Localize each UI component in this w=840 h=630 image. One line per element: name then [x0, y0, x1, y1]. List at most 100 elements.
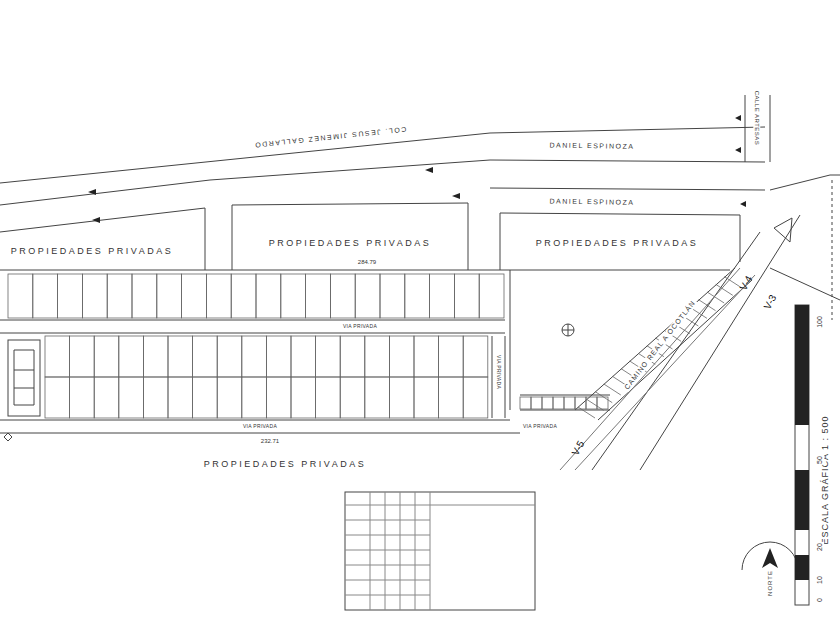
scale-title: ESCALA GRÁFICA 1 : 500 — [821, 414, 831, 545]
lot-outline — [439, 336, 464, 377]
lot-outline — [119, 336, 144, 377]
road-code: V-5 — [569, 438, 587, 458]
common-area — [8, 340, 40, 416]
lot-outline — [193, 377, 218, 418]
lot-outline — [94, 377, 119, 418]
lot-outline — [389, 377, 414, 418]
lot-outline — [291, 336, 316, 377]
lot-outline — [575, 397, 586, 409]
lot-outline — [33, 274, 58, 318]
private-road — [492, 336, 505, 418]
lot-outline — [542, 397, 553, 409]
street-name: DANIEL ESPINOZA — [549, 197, 636, 206]
lot-outline — [553, 397, 564, 409]
lot-strip — [520, 395, 610, 410]
lot-outline — [520, 397, 531, 409]
lot-line — [578, 407, 595, 418]
table-grid — [345, 492, 535, 610]
lot-outline — [479, 274, 504, 318]
lot-outline — [266, 336, 291, 377]
lot-outline — [306, 274, 331, 318]
lot-outline — [217, 377, 242, 418]
road-line — [770, 268, 840, 300]
lot-outline — [143, 377, 168, 418]
lot-line — [699, 300, 716, 311]
lot-outline — [340, 336, 365, 377]
lot-outline — [143, 336, 168, 377]
subdivision-boundary — [0, 270, 730, 433]
lot-outline — [231, 274, 256, 318]
dimension: 232.71 — [260, 438, 280, 445]
lot-outline — [454, 274, 479, 318]
private-road — [0, 320, 505, 333]
lot-outline — [107, 274, 132, 318]
lot-outline — [430, 274, 455, 318]
property-label: PROPIEDADES PRIVADAS — [10, 247, 174, 257]
lot-outline — [182, 274, 207, 318]
lot-outline — [463, 377, 488, 418]
lot-strip — [575, 268, 752, 420]
road-label: VIA PRIVADA — [242, 424, 278, 430]
block-outline — [0, 208, 205, 270]
street-name: DANIEL ESPINOZA — [549, 141, 636, 150]
road-label: VIA PRIVADA — [342, 324, 378, 330]
lot-outline — [340, 377, 365, 418]
lot-outline — [82, 274, 107, 318]
lot-outline — [94, 336, 119, 377]
scale-number: 100 — [816, 315, 824, 329]
lot-outline — [45, 377, 70, 418]
lot-outline — [70, 377, 95, 418]
road-line — [592, 215, 800, 470]
scale-bar — [795, 305, 809, 425]
lot-outline — [365, 377, 390, 418]
lot-outline — [119, 377, 144, 418]
scale-number: 20 — [816, 542, 824, 552]
lot-line — [707, 292, 724, 303]
traffic-arrow — [88, 115, 746, 223]
road-code: V-4 — [737, 273, 755, 293]
block-outline — [232, 203, 468, 270]
lot-line — [587, 399, 604, 410]
lot-outline — [45, 336, 70, 377]
road-code: V-3 — [761, 292, 779, 312]
lot-outline — [439, 377, 464, 418]
lot-outline — [365, 336, 390, 377]
lot-outline — [168, 377, 193, 418]
lot-outline — [316, 377, 341, 418]
lot-outline — [217, 336, 242, 377]
lot-outline — [414, 377, 439, 418]
tree-symbol — [562, 324, 574, 336]
lot-outline — [380, 274, 405, 318]
lot-outline — [281, 274, 306, 318]
lot-line — [595, 392, 612, 403]
street-line — [0, 160, 765, 205]
lot-outline — [8, 274, 33, 318]
scale-number: 10 — [816, 575, 824, 585]
lot-outline — [564, 397, 575, 409]
property-label: PROPIEDADES PRIVADAS — [268, 239, 432, 249]
lot-outline — [256, 274, 281, 318]
property-label: PROPIEDADES PRIVADAS — [535, 239, 699, 249]
table-grid — [345, 492, 535, 610]
scale-bar — [795, 555, 809, 580]
lot-outline — [193, 336, 218, 377]
tree-symbol — [562, 324, 574, 336]
lot-outline — [132, 274, 157, 318]
scale-number: 50 — [816, 455, 824, 465]
block-outline — [500, 213, 740, 270]
survey-mark — [4, 433, 12, 441]
north-arrow — [762, 548, 778, 568]
lot-outline — [242, 336, 267, 377]
road-label: VIA PRIVADA — [522, 424, 558, 430]
lot-outline — [414, 336, 439, 377]
lot-outline — [58, 274, 83, 318]
street-line — [770, 175, 840, 190]
street-line — [0, 127, 765, 183]
lot-outline — [242, 377, 267, 418]
lot-outline — [168, 336, 193, 377]
scale-number: 0 — [816, 597, 824, 603]
lot-outline — [206, 274, 231, 318]
lot-outline — [463, 336, 488, 377]
road-line — [560, 268, 755, 470]
lot-outline — [70, 336, 95, 377]
